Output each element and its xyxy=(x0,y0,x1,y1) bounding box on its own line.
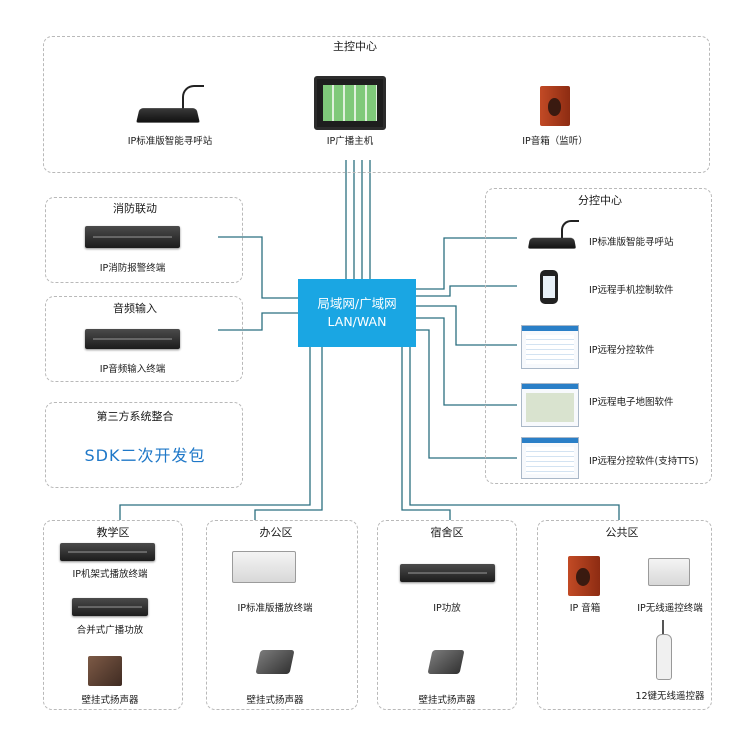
tts-software-illustration xyxy=(521,437,579,479)
ip-amp-illustration xyxy=(400,564,495,582)
audio-input-title: 音频输入 xyxy=(113,302,157,315)
office-title: 办公区 xyxy=(259,526,293,539)
remote-control-software-illustration xyxy=(521,325,579,369)
fire-box xyxy=(45,197,243,283)
link-teaching xyxy=(119,347,311,520)
amplifier-illustration xyxy=(72,598,148,616)
sub-paging-station-illustration xyxy=(527,220,579,250)
link-dorm xyxy=(401,347,451,520)
monitor-speaker-illustration xyxy=(540,86,570,126)
e-map-software-illustration xyxy=(521,383,579,427)
wireless-terminal-illustration xyxy=(648,558,690,586)
main-item-paging-station: IP标准版智能寻呼站 xyxy=(127,136,213,147)
public-box xyxy=(537,520,712,710)
public-item-wireless-terminal: IP无线遥控终端 xyxy=(637,603,703,614)
link-sub-2 xyxy=(416,285,517,297)
sub-item-e-map: IP远程电子地图软件 xyxy=(589,397,674,408)
office-wall-speaker-illustration xyxy=(255,650,295,674)
sub-control-title: 分控中心 xyxy=(578,194,622,207)
dorm-item-ip-amp: IP功放 xyxy=(433,603,461,614)
sub-item-mobile-app: IP远程手机控制软件 xyxy=(589,285,674,296)
main-control-title: 主控中心 xyxy=(333,40,377,53)
audio-input-device-label: IP音频输入终端 xyxy=(99,364,166,375)
teaching-item-rack-player: IP机架式播放终端 xyxy=(72,569,148,580)
sub-item-paging-station: IP标准版智能寻呼站 xyxy=(589,237,674,248)
sub-control-box xyxy=(485,188,712,484)
link-sub-4 xyxy=(416,317,517,406)
office-box xyxy=(206,520,358,710)
teaching-item-wall-speaker: 壁挂式扬声器 xyxy=(81,695,139,706)
wall-speaker-illustration xyxy=(88,656,122,686)
public-item-remote-control: 12键无线遥控器 xyxy=(635,691,705,702)
dorm-item-wall-speaker: 壁挂式扬声器 xyxy=(418,695,476,706)
rack-player-illustration xyxy=(60,543,155,561)
main-control-box xyxy=(43,36,710,173)
main-item-broadcast-host: IP广播主机 xyxy=(326,136,374,147)
dorm-title: 宿舍区 xyxy=(430,526,464,539)
link-public xyxy=(409,347,620,520)
link-sub-3 xyxy=(416,305,517,346)
network-hub-line1: 局域网/广域网 xyxy=(317,296,397,311)
audio-input-box xyxy=(45,296,243,382)
dorm-box xyxy=(377,520,517,710)
sub-item-tts-software: IP远程分控软件(支持TTS) xyxy=(589,456,699,467)
fire-title: 消防联动 xyxy=(113,202,157,215)
fire-device-label: IP消防报警终端 xyxy=(99,263,166,274)
fire-terminal-illustration xyxy=(85,226,180,248)
link-audio xyxy=(218,312,298,331)
standard-player-illustration xyxy=(232,551,296,583)
office-item-wall-speaker: 壁挂式扬声器 xyxy=(246,695,304,706)
paging-station-illustration xyxy=(136,85,206,123)
sub-item-remote-software: IP远程分控软件 xyxy=(589,345,655,356)
audio-input-terminal-illustration xyxy=(85,329,180,349)
third-party-title: 第三方系统整合 xyxy=(96,410,174,423)
public-title: 公共区 xyxy=(605,526,639,539)
office-item-standard-player: IP标准版播放终端 xyxy=(237,603,313,614)
network-hub-line2: LAN/WAN xyxy=(327,314,387,329)
remote-antenna xyxy=(662,620,664,634)
link-sub-5 xyxy=(416,329,517,459)
broadcast-host-illustration xyxy=(314,76,386,130)
main-item-monitor-speaker: IP音箱（监听） xyxy=(522,136,588,147)
sdk-label: SDK二次开发包 xyxy=(84,446,206,465)
teaching-title: 教学区 xyxy=(96,526,130,539)
link-fire xyxy=(218,236,298,299)
public-ip-speaker-illustration xyxy=(568,556,600,596)
teaching-box xyxy=(43,520,183,710)
network-hub: 局域网/广域网 LAN/WAN xyxy=(298,279,416,347)
remote-control-illustration xyxy=(656,634,672,680)
link-sub-1 xyxy=(416,237,517,290)
teaching-item-amplifier: 合并式广播功放 xyxy=(76,625,144,636)
mobile-app-illustration xyxy=(540,270,558,304)
dorm-wall-speaker-illustration xyxy=(427,650,465,674)
public-item-ip-speaker: IP 音箱 xyxy=(569,603,601,614)
link-office xyxy=(254,347,323,520)
third-party-box xyxy=(45,402,243,488)
